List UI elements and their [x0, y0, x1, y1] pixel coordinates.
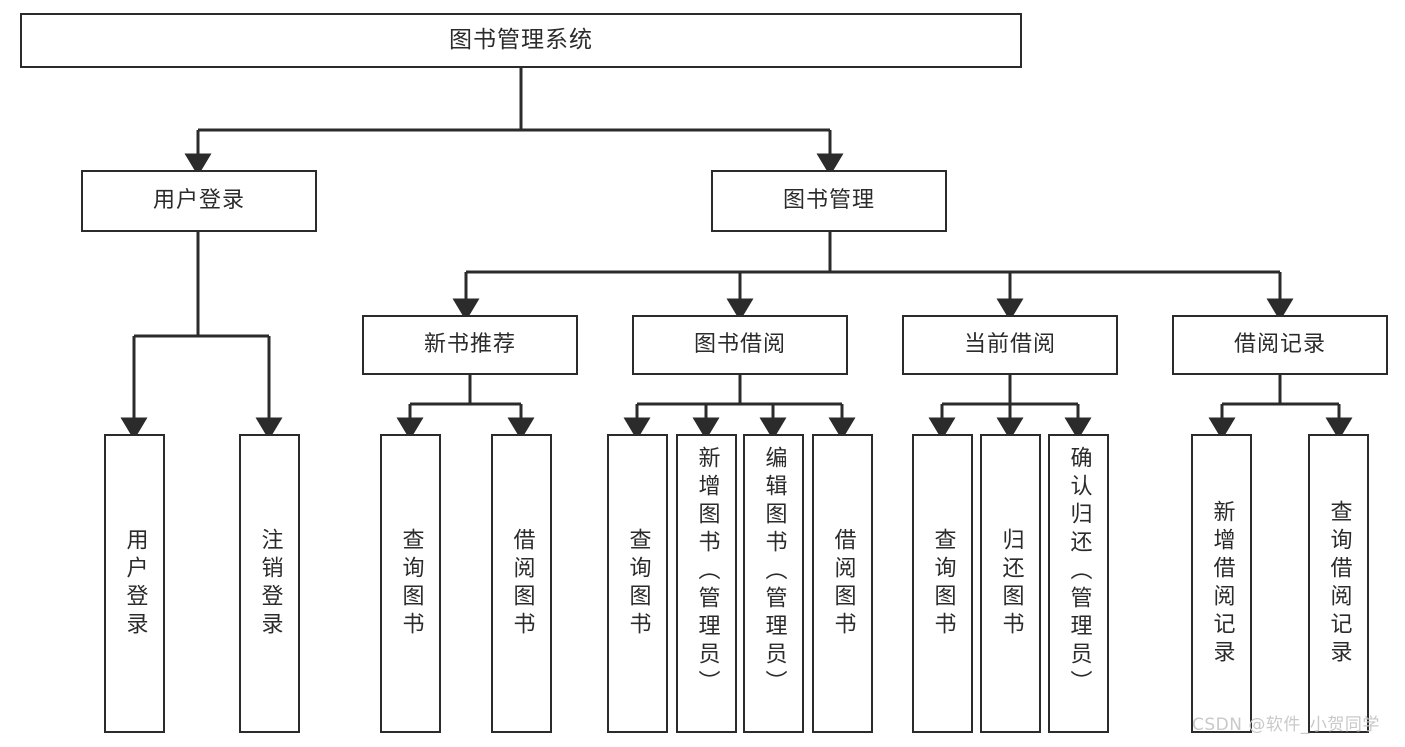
leaf-current-query-book[interactable]: 查询图书 [912, 434, 973, 733]
node-label: 用户登录 [152, 187, 245, 213]
node-label: 查询图书 [398, 527, 424, 640]
leaf-borrow-book[interactable]: 借阅图书 [812, 434, 873, 733]
node-label: 查询图书 [930, 527, 956, 640]
node-label: 新增借阅记录 [1209, 499, 1235, 668]
node-label: 当前借阅 [963, 331, 1056, 357]
leaf-add-book-admin[interactable]: 新增图书（管理员） [676, 434, 737, 733]
node-label: 图书借阅 [693, 331, 786, 357]
node-label: 用户登录 [122, 527, 148, 640]
node-book-borrow[interactable]: 图书借阅 [632, 315, 848, 375]
node-label: 查询借阅记录 [1326, 499, 1352, 668]
node-label: 确认归还（管理员） [1066, 446, 1092, 698]
node-label: 图书管理 [782, 187, 875, 213]
node-user-login[interactable]: 用户登录 [81, 170, 317, 232]
node-label: 新书推荐 [423, 331, 516, 357]
node-book-management[interactable]: 图书管理 [711, 170, 947, 232]
leaf-edit-book-admin[interactable]: 编辑图书（管理员） [743, 434, 804, 733]
leaf-borrow-query-book[interactable]: 查询图书 [607, 434, 668, 733]
node-label: 借阅图书 [509, 527, 535, 640]
leaf-confirm-return-admin[interactable]: 确认归还（管理员） [1048, 434, 1109, 733]
node-borrow-record[interactable]: 借阅记录 [1172, 315, 1388, 375]
node-root-system[interactable]: 图书管理系统 [20, 13, 1022, 68]
node-label: 编辑图书（管理员） [761, 446, 787, 698]
node-new-book-recommend[interactable]: 新书推荐 [362, 315, 578, 375]
leaf-new-book-borrow[interactable]: 借阅图书 [491, 434, 552, 733]
leaf-logout[interactable]: 注销登录 [239, 434, 300, 733]
leaf-return-book[interactable]: 归还图书 [980, 434, 1041, 733]
node-label: 借阅记录 [1233, 331, 1326, 357]
node-label: 归还图书 [998, 527, 1024, 640]
leaf-query-borrow-record[interactable]: 查询借阅记录 [1308, 434, 1369, 733]
node-label: 借阅图书 [830, 527, 856, 640]
node-label: 查询图书 [625, 527, 651, 640]
node-label: 新增图书（管理员） [694, 446, 720, 698]
node-current-borrow[interactable]: 当前借阅 [902, 315, 1118, 375]
leaf-new-book-query[interactable]: 查询图书 [380, 434, 441, 733]
leaf-add-borrow-record[interactable]: 新增借阅记录 [1191, 434, 1252, 733]
node-label: 图书管理系统 [449, 26, 593, 53]
leaf-user-login[interactable]: 用户登录 [104, 434, 165, 733]
node-label: 注销登录 [257, 527, 283, 640]
